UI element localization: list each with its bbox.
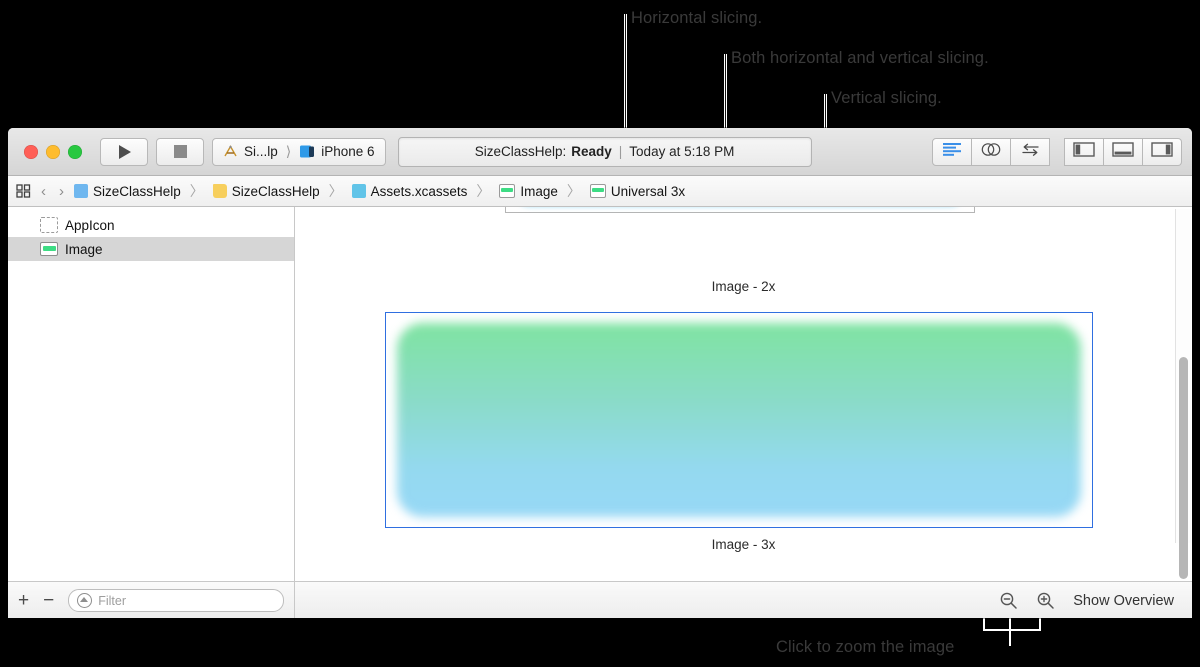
toolbar-group-gap: [1050, 138, 1064, 166]
appicon-placeholder-icon: [40, 217, 58, 233]
breadcrumb-item-universal-3x[interactable]: Universal 3x: [589, 183, 686, 199]
status-time-label: Today at 5:18 PM: [629, 144, 735, 159]
lines-icon: [943, 142, 961, 161]
related-items-icon[interactable]: [16, 184, 31, 198]
breadcrumb-label: SizeClassHelp: [93, 183, 181, 199]
activity-status-bar[interactable]: SizeClassHelp: Ready | Today at 5:18 PM: [397, 136, 812, 167]
asset-catalog-sidebar: AppIcon Image + − Filter: [8, 207, 295, 618]
sidebar-item-label: Image: [65, 241, 103, 257]
run-button[interactable]: [100, 137, 148, 166]
scheme-destination-label: iPhone 6: [321, 144, 375, 159]
project-file-icon: [74, 184, 88, 198]
toolbar-right-groups: [932, 137, 1182, 166]
annotation-vertical-slicing: Vertical slicing.: [831, 89, 942, 107]
image-3x-artwork: [397, 323, 1081, 517]
imageset-icon: [499, 184, 516, 198]
assistant-editor-button[interactable]: [972, 137, 1011, 166]
toggle-navigator-button[interactable]: [1064, 137, 1104, 166]
iphone-device-icon: [299, 144, 315, 159]
filter-placeholder: Filter: [98, 593, 126, 608]
xcode-window: Si...lp ⟩ iPhone 6 SizeClassHelp: Ready …: [8, 128, 1192, 618]
breadcrumb-separator: 〉: [328, 183, 343, 199]
editor-footer: Show Overview: [295, 581, 1192, 618]
imageset-icon: [40, 242, 58, 256]
left-panel-icon: [1073, 141, 1095, 162]
scrollbar-thumb[interactable]: [1179, 357, 1188, 579]
traffic-lights: [24, 144, 82, 159]
image-2x-caption: Image - 2x: [711, 279, 776, 294]
asset-canvas[interactable]: Image - 2x Image - 3x: [295, 207, 1192, 581]
show-overview-button[interactable]: Show Overview: [1073, 592, 1174, 609]
jump-bar: ‹ › SizeClassHelp 〉 SizeClassHelp 〉 Asse…: [8, 176, 1192, 207]
toggle-debug-area-button[interactable]: [1104, 137, 1143, 166]
toggle-utilities-button[interactable]: [1143, 137, 1182, 166]
assets-catalog-icon: [351, 184, 366, 198]
standard-editor-button[interactable]: [932, 137, 972, 166]
version-editor-button[interactable]: [1011, 137, 1050, 166]
zoom-button[interactable]: [68, 144, 82, 159]
annotation-both-slicing: Both horizontal and vertical slicing.: [731, 49, 989, 67]
asset-editor: Image - 2x Image - 3x: [295, 207, 1192, 618]
minimize-button[interactable]: [46, 144, 60, 159]
window-titlebar: Si...lp ⟩ iPhone 6 SizeClassHelp: Ready …: [8, 128, 1192, 176]
zoom-out-button[interactable]: [999, 591, 1018, 610]
breadcrumb-separator: 〉: [476, 183, 491, 199]
breadcrumb-item-project[interactable]: SizeClassHelp: [74, 184, 181, 199]
annotation-zoom-hint: Click to zoom the image: [776, 638, 955, 656]
scheme-separator: ⟩: [285, 143, 292, 159]
leader-bracket-zoom: [983, 617, 1041, 631]
leader-bracket-stem: [1009, 617, 1011, 646]
status-state-label: Ready: [571, 144, 612, 159]
breadcrumb-separator: 〉: [189, 183, 204, 199]
arrows-swap-icon: [1021, 142, 1040, 162]
asset-list: AppIcon Image: [8, 207, 294, 581]
breadcrumb-separator: 〉: [566, 183, 581, 199]
xcode-scheme-icon: [223, 144, 238, 159]
sidebar-item-label: AppIcon: [65, 217, 115, 233]
image-2x-frame[interactable]: [505, 207, 975, 213]
breadcrumb-item-assets[interactable]: Assets.xcassets: [351, 183, 468, 199]
editor-vertical-scrollbar[interactable]: [1175, 209, 1191, 579]
right-panel-icon: [1151, 141, 1173, 162]
remove-asset-button[interactable]: −: [43, 590, 55, 611]
window-body: AppIcon Image + − Filter: [8, 207, 1192, 618]
zoom-in-button[interactable]: [1036, 591, 1055, 610]
breadcrumb-label: Assets.xcassets: [370, 183, 468, 199]
imageset-icon: [589, 184, 606, 198]
breadcrumb-label: Universal 3x: [610, 183, 686, 199]
status-project-label: SizeClassHelp:: [474, 144, 567, 159]
venn-icon: [981, 142, 1001, 162]
scheme-selector[interactable]: Si...lp ⟩ iPhone 6: [212, 137, 386, 166]
sidebar-footer: + − Filter: [8, 581, 294, 618]
sidebar-item-appicon[interactable]: AppIcon: [8, 213, 294, 237]
filter-icon: [77, 593, 93, 608]
add-asset-button[interactable]: +: [18, 590, 30, 611]
image-3x-caption: Image - 3x: [711, 537, 776, 552]
breadcrumb-item-image[interactable]: Image: [499, 184, 558, 199]
status-separator: |: [618, 144, 623, 159]
play-icon: [119, 144, 131, 159]
breadcrumb-label: Image: [520, 183, 558, 199]
stop-button[interactable]: [156, 137, 204, 166]
annotation-horizontal-slicing: Horizontal slicing.: [631, 9, 763, 27]
jumpbar-back-button[interactable]: ‹: [41, 182, 46, 200]
image-3x-frame[interactable]: [385, 312, 1093, 528]
breadcrumb-label: SizeClassHelp: [231, 183, 320, 199]
bottom-panel-icon: [1112, 141, 1134, 162]
scheme-project-label: Si...lp: [244, 144, 278, 159]
close-button[interactable]: [24, 144, 38, 159]
folder-icon: [212, 184, 227, 198]
filter-field[interactable]: Filter: [68, 589, 284, 612]
breadcrumb-item-group[interactable]: SizeClassHelp: [212, 183, 320, 199]
sidebar-item-image[interactable]: Image: [8, 237, 294, 261]
jumpbar-forward-button[interactable]: ›: [59, 182, 64, 200]
stop-icon: [173, 145, 187, 158]
